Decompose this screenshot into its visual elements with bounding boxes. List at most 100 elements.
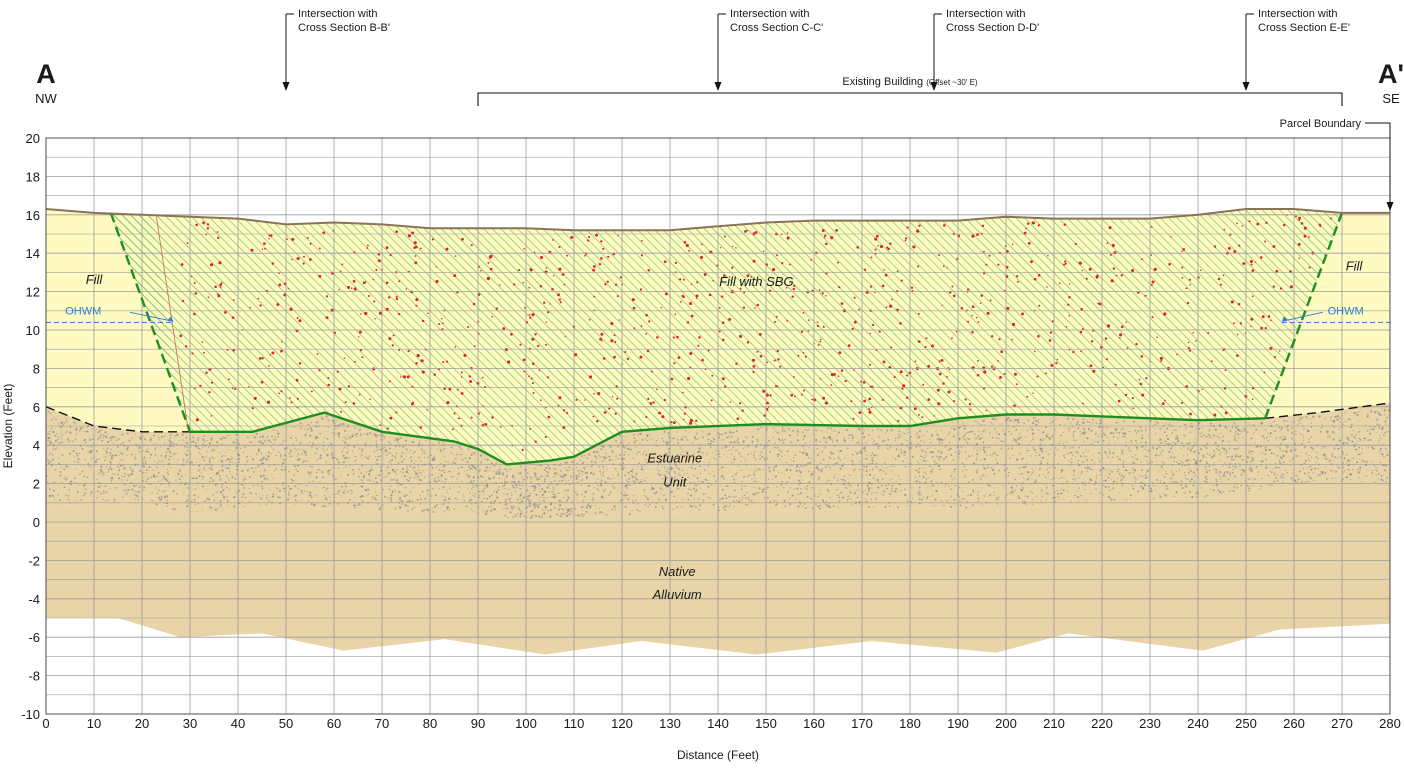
sbg-speckle	[327, 383, 330, 387]
estuarine-speckle	[1305, 453, 1307, 456]
estuarine-speckle	[372, 480, 374, 482]
estuarine-speckle	[698, 465, 701, 467]
estuarine-speckle	[1004, 496, 1006, 499]
estuarine-speckle	[104, 456, 107, 458]
estuarine-speckle	[566, 514, 568, 517]
estuarine-speckle	[785, 461, 788, 463]
estuarine-speckle	[721, 433, 724, 435]
sbg-speckle	[1005, 265, 1009, 269]
estuarine-speckle	[1130, 494, 1132, 497]
estuarine-speckle	[190, 500, 193, 503]
estuarine-speckle	[671, 458, 674, 461]
estuarine-speckle	[777, 432, 780, 435]
estuarine-speckle	[847, 495, 849, 497]
estuarine-speckle	[1012, 440, 1015, 443]
sbg-speckle	[881, 284, 885, 288]
estuarine-speckle	[1051, 465, 1054, 467]
estuarine-speckle	[1356, 468, 1359, 471]
estuarine-speckle	[1352, 430, 1354, 432]
estuarine-speckle	[348, 436, 350, 438]
sbg-speckle	[210, 263, 214, 267]
fill-left-layer	[46, 209, 190, 432]
estuarine-speckle	[543, 500, 545, 502]
sbg-speckle	[1120, 325, 1124, 329]
estuarine-speckle	[695, 506, 697, 508]
estuarine-speckle	[775, 465, 778, 468]
sbg-speckle	[1058, 282, 1061, 285]
estuarine-speckle	[918, 467, 921, 470]
sbg-speckle	[818, 289, 821, 291]
estuarine-speckle	[786, 490, 789, 493]
estuarine-speckle	[209, 480, 211, 483]
sbg-speckle	[819, 340, 822, 343]
sbg-speckle	[1092, 369, 1096, 373]
estuarine-speckle	[636, 440, 638, 442]
estuarine-speckle	[388, 441, 391, 444]
sbg-speckle	[261, 357, 264, 360]
estuarine-speckle	[1034, 479, 1037, 482]
estuarine-speckle	[950, 488, 953, 491]
estuarine-speckle	[469, 467, 471, 470]
estuarine-speckle	[417, 469, 420, 471]
estuarine-speckle	[877, 445, 880, 448]
estuarine-speckle	[392, 469, 394, 472]
estuarine-speckle	[1031, 428, 1034, 431]
estuarine-speckle	[501, 474, 504, 477]
estuarine-speckle	[512, 486, 515, 489]
estuarine-speckle	[97, 486, 100, 489]
estuarine-speckle	[871, 457, 874, 460]
estuarine-speckle	[773, 470, 775, 472]
estuarine-speckle	[1352, 468, 1354, 471]
estuarine-speckle	[110, 477, 113, 479]
estuarine-speckle	[845, 487, 848, 489]
sbg-speckle	[557, 404, 560, 407]
estuarine-speckle	[685, 436, 687, 438]
estuarine-speckle	[698, 450, 701, 453]
estuarine-speckle	[1194, 429, 1196, 432]
estuarine-speckle	[56, 447, 58, 449]
estuarine-speckle	[628, 473, 631, 475]
estuarine-speckle	[229, 458, 232, 461]
estuarine-speckle	[1121, 431, 1123, 434]
estuarine-speckle	[806, 496, 809, 498]
sbg-speckle	[786, 232, 789, 234]
estuarine-speckle	[418, 440, 421, 442]
estuarine-speckle	[539, 496, 542, 498]
estuarine-speckle	[1213, 461, 1215, 463]
estuarine-speckle	[843, 481, 845, 483]
estuarine-speckle	[1352, 456, 1355, 459]
estuarine-speckle	[489, 495, 491, 498]
estuarine-speckle	[287, 435, 289, 437]
sbg-speckle	[748, 283, 751, 285]
sbg-speckle	[825, 242, 828, 246]
estuarine-speckle	[633, 480, 635, 482]
estuarine-speckle	[1240, 473, 1243, 476]
estuarine-speckle	[1020, 484, 1022, 486]
estuarine-speckle	[1244, 430, 1246, 433]
estuarine-speckle	[800, 465, 802, 467]
estuarine-speckle	[1345, 441, 1348, 444]
estuarine-speckle	[997, 418, 999, 420]
sbg-speckle	[388, 380, 391, 383]
estuarine-speckle	[297, 464, 300, 467]
sbg-speckle	[499, 284, 501, 286]
estuarine-speckle	[455, 453, 458, 456]
estuarine-speckle	[1375, 473, 1377, 476]
estuarine-speckle	[650, 485, 653, 487]
sbg-speckle	[614, 412, 617, 415]
sbg-speckle	[816, 321, 819, 323]
estuarine-speckle	[1213, 454, 1216, 458]
estuarine-speckle	[119, 452, 122, 455]
estuarine-speckle	[395, 479, 399, 482]
estuarine-speckle	[355, 459, 358, 461]
estuarine-speckle	[730, 431, 733, 434]
estuarine-speckle	[1111, 456, 1114, 459]
sbg-speckle	[545, 321, 548, 323]
estuarine-speckle	[434, 480, 437, 483]
estuarine-speckle	[570, 477, 572, 479]
sbg-speckle	[977, 360, 979, 362]
estuarine-speckle	[1045, 499, 1048, 501]
estuarine-speckle	[989, 494, 992, 497]
estuarine-speckle	[373, 497, 376, 500]
sbg-speckle	[327, 377, 330, 379]
